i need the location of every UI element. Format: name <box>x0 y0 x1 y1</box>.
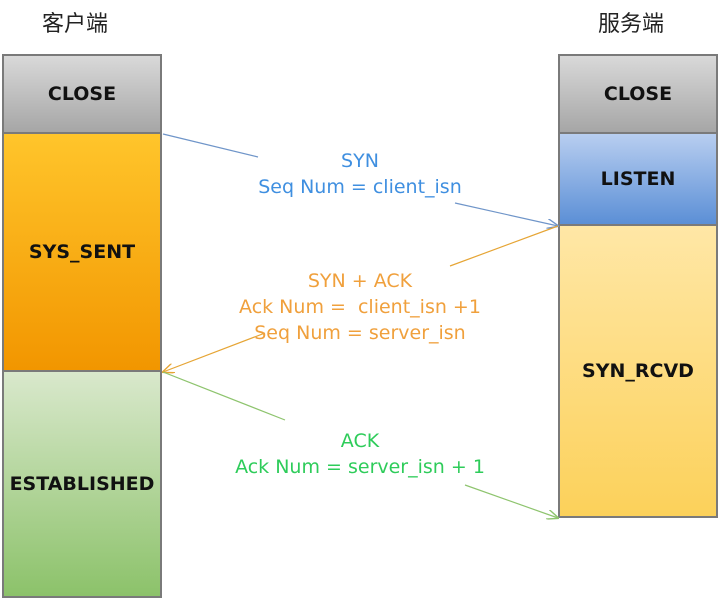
ack-arrow-segment-1 <box>162 371 286 421</box>
server-state-listen-label: LISTEN <box>600 168 676 190</box>
ack-message-line1: ACK <box>340 430 380 452</box>
syn-arrow-segment-2 <box>454 202 558 226</box>
ack-message-label: ACK Ack Num = server_isn + 1 <box>200 428 520 480</box>
syn-ack-arrow-segment-1 <box>449 225 559 267</box>
server-state-syn-rcvd: SYN_RCVD <box>558 224 718 518</box>
client-state-established-label: ESTABLISHED <box>9 473 155 495</box>
syn-ack-arrow-segment-2 <box>163 332 266 372</box>
client-state-established: ESTABLISHED <box>2 370 162 598</box>
ack-arrow-segment-2 <box>464 484 558 518</box>
server-column-title: 服务端 <box>598 12 665 37</box>
client-state-syn-sent: SYS_SENT <box>2 132 162 372</box>
syn-ack-message-line1: SYN + ACK <box>307 270 413 292</box>
server-state-listen: LISTEN <box>558 132 718 226</box>
ack-message-line2: Ack Num = server_isn + 1 <box>235 456 485 478</box>
server-state-close: CLOSE <box>558 54 718 134</box>
syn-ack-message-line3: Seq Num = server_isn <box>254 322 466 344</box>
client-column-title: 客户端 <box>42 12 109 37</box>
syn-message-line2: Seq Num = client_isn <box>258 176 462 198</box>
syn-ack-message-line2: Ack Num = client_isn +1 <box>239 296 481 318</box>
server-state-syn-rcvd-label: SYN_RCVD <box>582 360 694 382</box>
server-state-close-label: CLOSE <box>603 83 673 105</box>
syn-message-label: SYN Seq Num = client_isn <box>200 148 520 200</box>
client-state-close-label: CLOSE <box>47 83 117 105</box>
client-state-syn-sent-label: SYS_SENT <box>28 241 136 263</box>
syn-arrow-segment-1 <box>162 133 259 158</box>
syn-message-line1: SYN <box>341 150 379 172</box>
syn-ack-message-label: SYN + ACK Ack Num = client_isn +1 Seq Nu… <box>200 268 520 346</box>
